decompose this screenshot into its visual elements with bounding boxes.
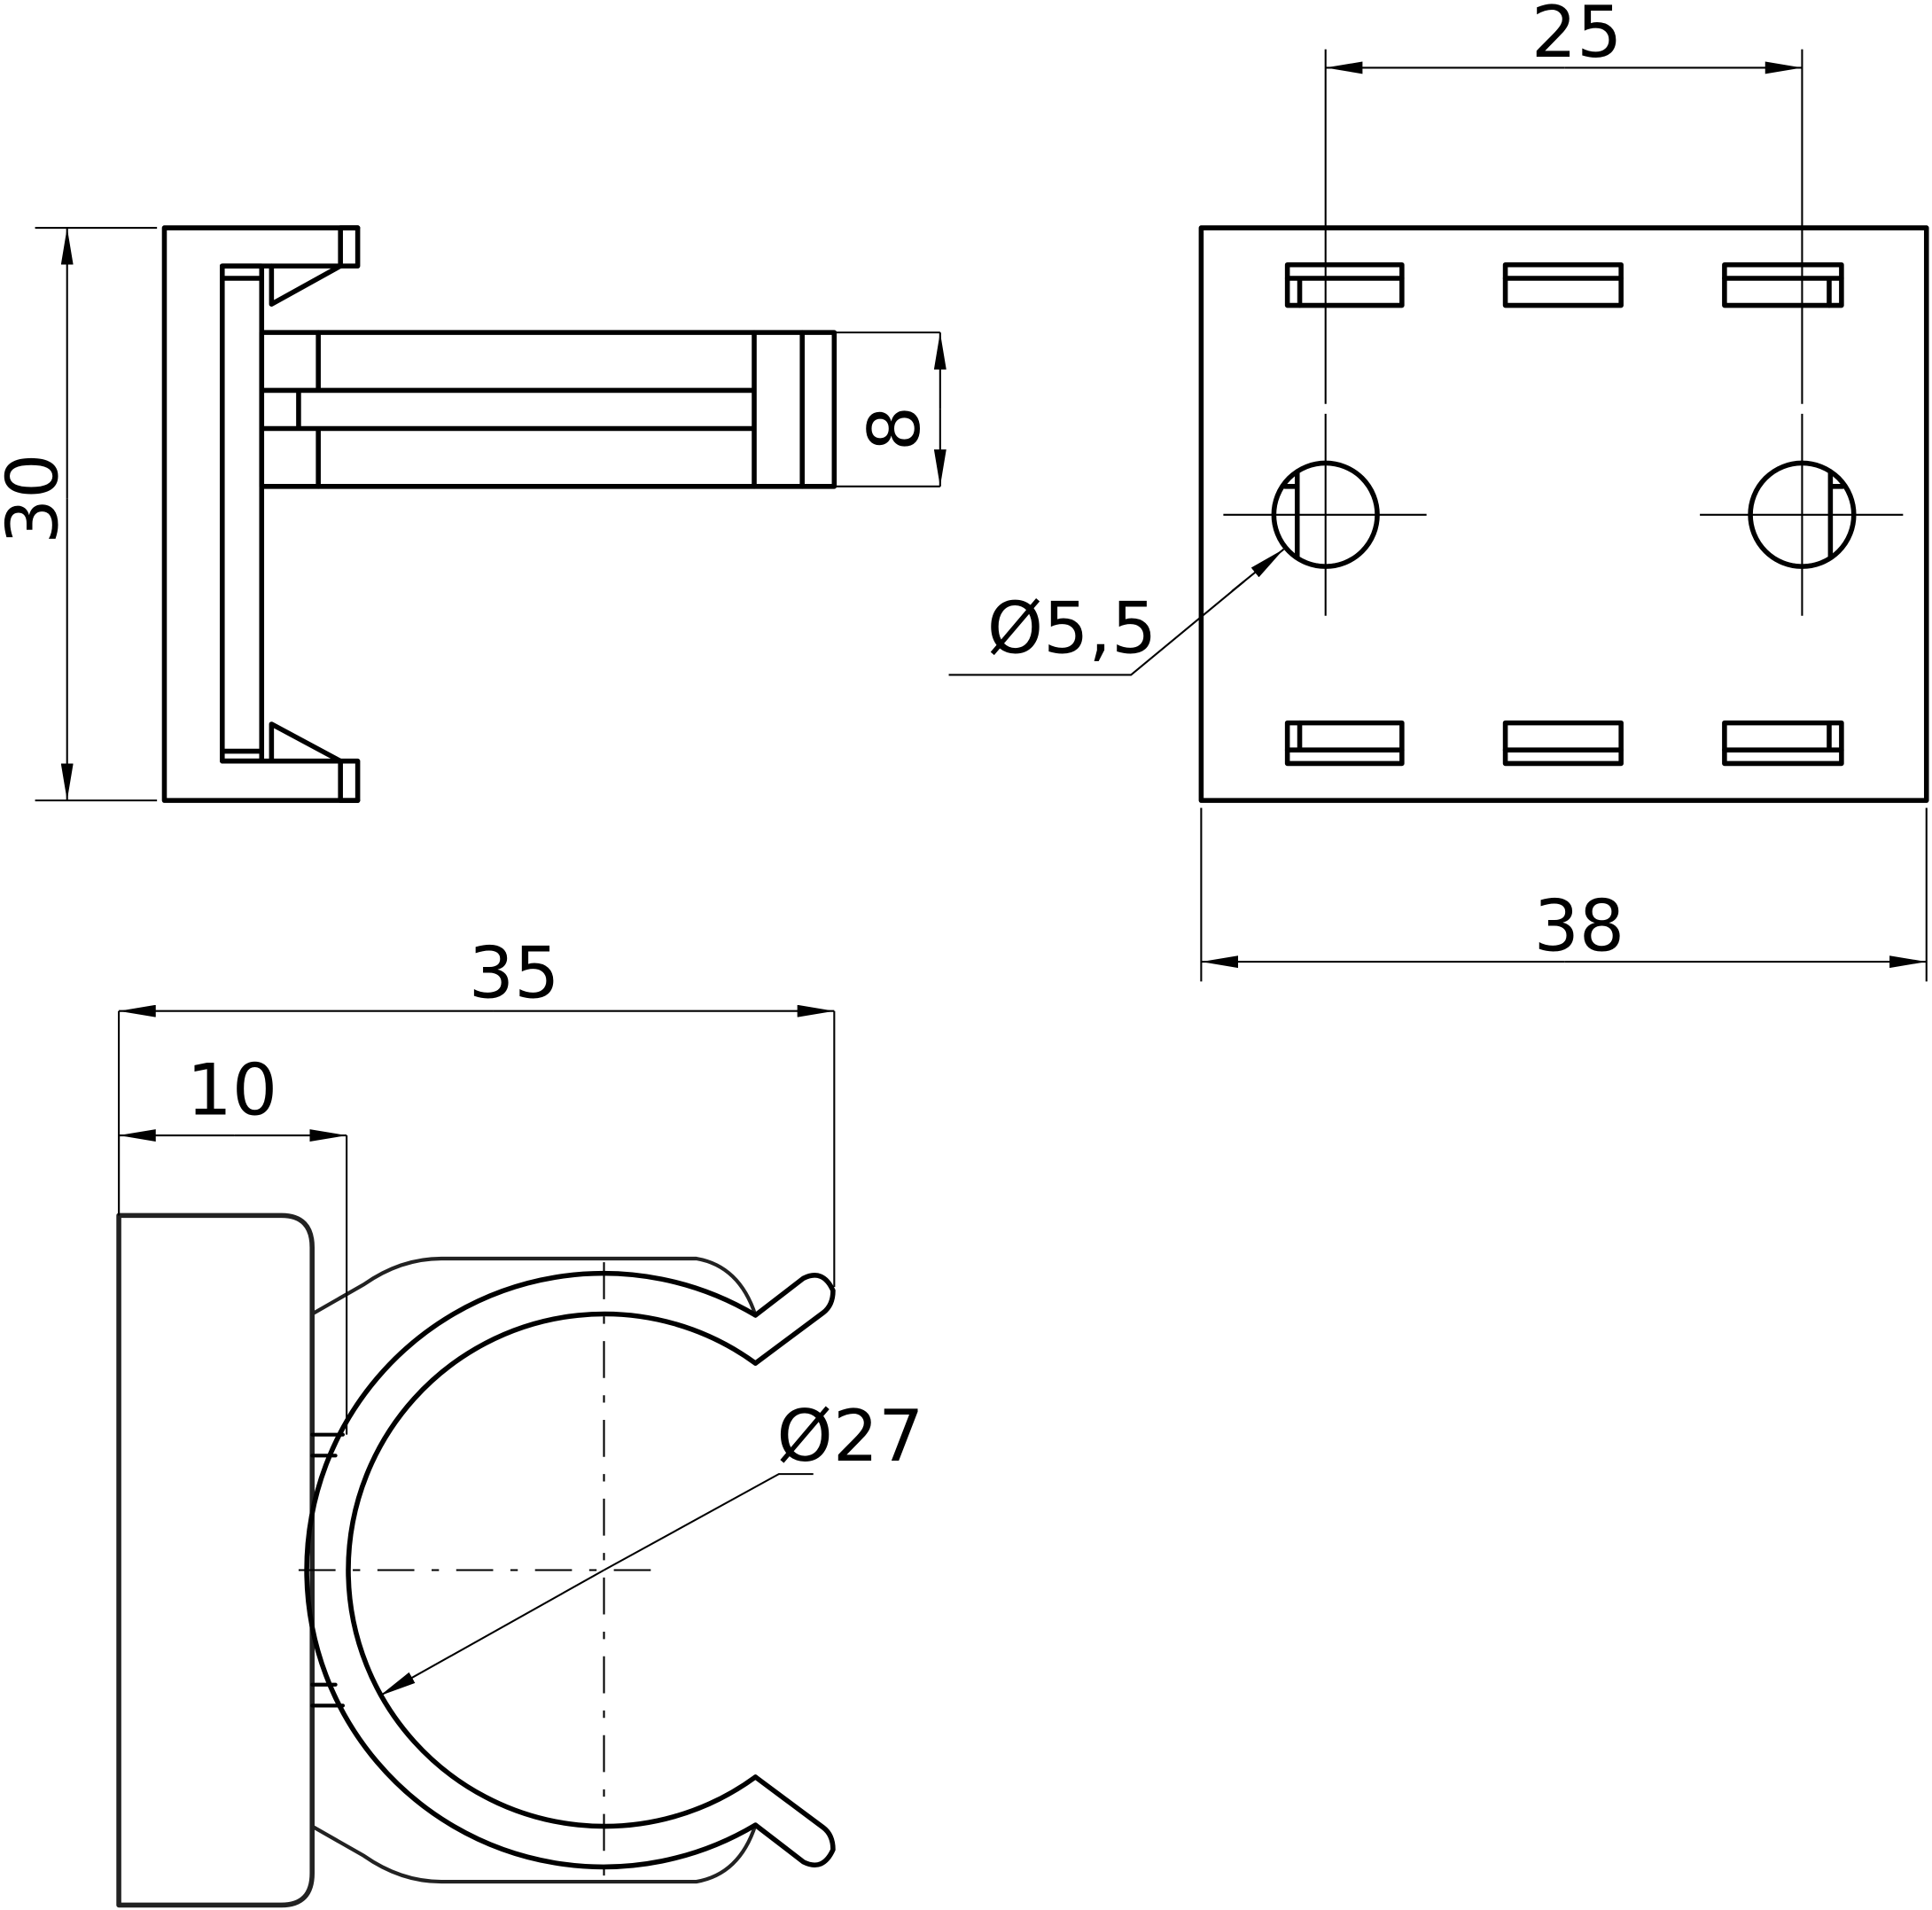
dimension-hole-diameter: Ø5,5	[948, 548, 1285, 676]
dimension-shaft: 8	[853, 332, 947, 487]
dimension-base-depth: 10	[118, 1049, 348, 1435]
dim-label-10: 10	[187, 1049, 278, 1132]
dim-label-38: 38	[1534, 885, 1625, 969]
dim-label-8: 8	[853, 406, 937, 451]
dimension-overall-depth: 35	[118, 932, 836, 1287]
dim-label-30: 30	[0, 453, 75, 544]
mounting-slots	[1284, 261, 1844, 767]
mounting-holes	[1223, 413, 1904, 616]
side-view: 30 8	[0, 225, 947, 803]
dim-label-hole-diameter: Ø5,5	[987, 587, 1157, 670]
clip-view: 35 10 Ø27	[116, 932, 923, 1908]
dim-label-35: 35	[469, 932, 560, 1015]
dimension-width: 38	[1200, 807, 1928, 982]
dimension-height: 30	[0, 227, 940, 802]
front-view: 25 38 Ø5,5	[948, 0, 1929, 982]
dim-label-25: 25	[1531, 0, 1623, 74]
dimension-clip-diameter: Ø27	[379, 1395, 923, 1697]
dim-label-clip-diameter: Ø27	[776, 1395, 923, 1478]
dimension-hole-spacing: 25	[1324, 0, 1803, 404]
